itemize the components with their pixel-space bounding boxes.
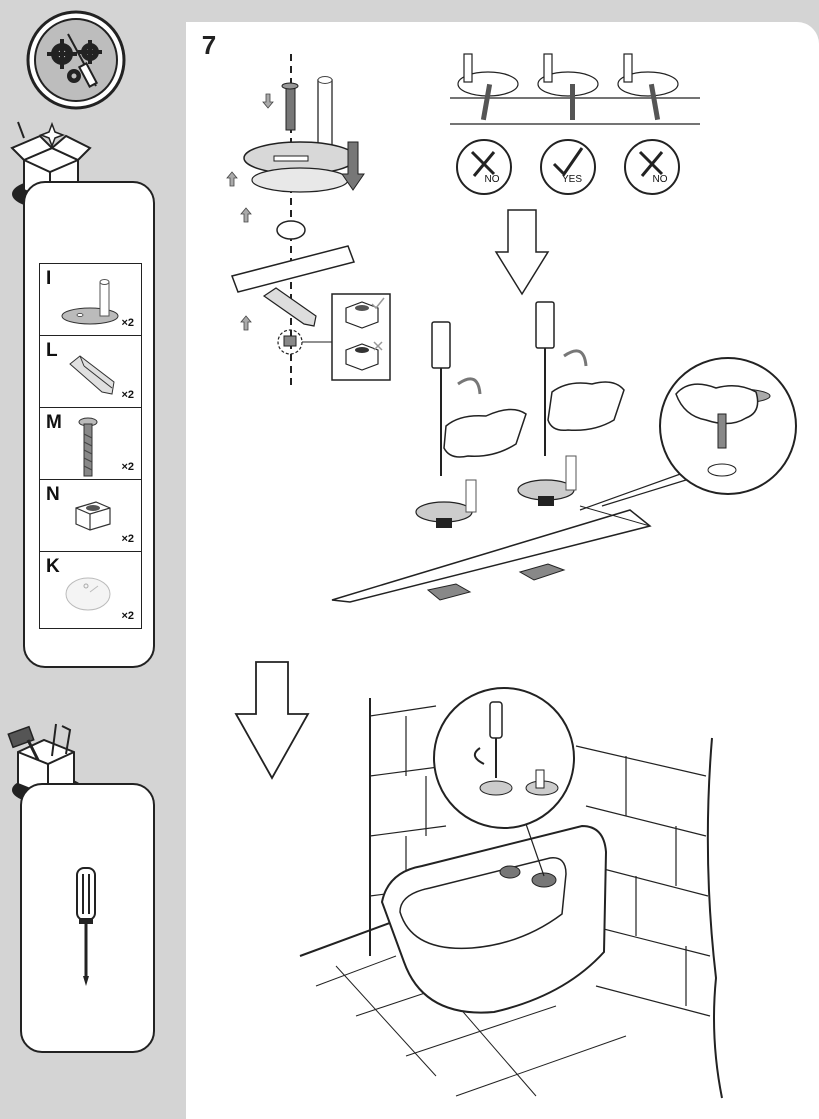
part-letter: M	[46, 412, 62, 433]
part-qty: ×2	[121, 389, 134, 401]
disc-icon	[65, 577, 111, 611]
verdict-no-2: NO	[622, 138, 682, 196]
verdict-label: NO	[652, 174, 668, 185]
part-row: N ×2	[40, 480, 141, 552]
part-qty: ×2	[121, 317, 134, 329]
step-tab	[186, 22, 232, 68]
part-qty: ×2	[121, 533, 134, 545]
nut-orientation-callout	[345, 297, 385, 371]
part-letter: N	[46, 484, 60, 505]
part-qty: ×2	[121, 461, 134, 473]
bolt-icon	[78, 417, 98, 477]
screwdriver-icon	[76, 867, 96, 986]
part-letter: K	[46, 556, 60, 577]
parts-table: I ×2 L ×2 M ×2 N	[39, 263, 142, 629]
verdict-yes: YES	[538, 138, 598, 196]
wedge-anchor-icon	[69, 355, 115, 395]
step-number: 7	[201, 29, 217, 60]
zoom-detail-circle	[659, 357, 797, 495]
assembly-badge-icon	[26, 10, 126, 110]
part-row: M ×2	[40, 408, 141, 480]
part-qty: ×2	[121, 610, 134, 622]
verdict-label: YES	[561, 174, 582, 185]
hinge-alignment-row	[450, 53, 700, 125]
cross-icon	[456, 139, 512, 195]
verdict-no-1: NO	[454, 138, 514, 196]
part-row: I ×2	[40, 264, 141, 336]
square-nut-icon	[75, 501, 111, 531]
part-letter: I	[46, 268, 52, 289]
verdict-label: NO	[484, 174, 500, 185]
part-row: L ×2	[40, 336, 141, 408]
part-letter: L	[46, 340, 58, 361]
hinge-post-icon	[61, 279, 119, 325]
part-row: K ×2	[40, 552, 141, 628]
toilet-scene	[299, 687, 723, 1099]
check-icon	[540, 139, 596, 195]
cross-icon	[624, 139, 680, 195]
hinge-install-diagram	[331, 301, 687, 603]
down-arrow-large-icon	[234, 661, 310, 780]
down-arrow-icon	[494, 209, 550, 296]
